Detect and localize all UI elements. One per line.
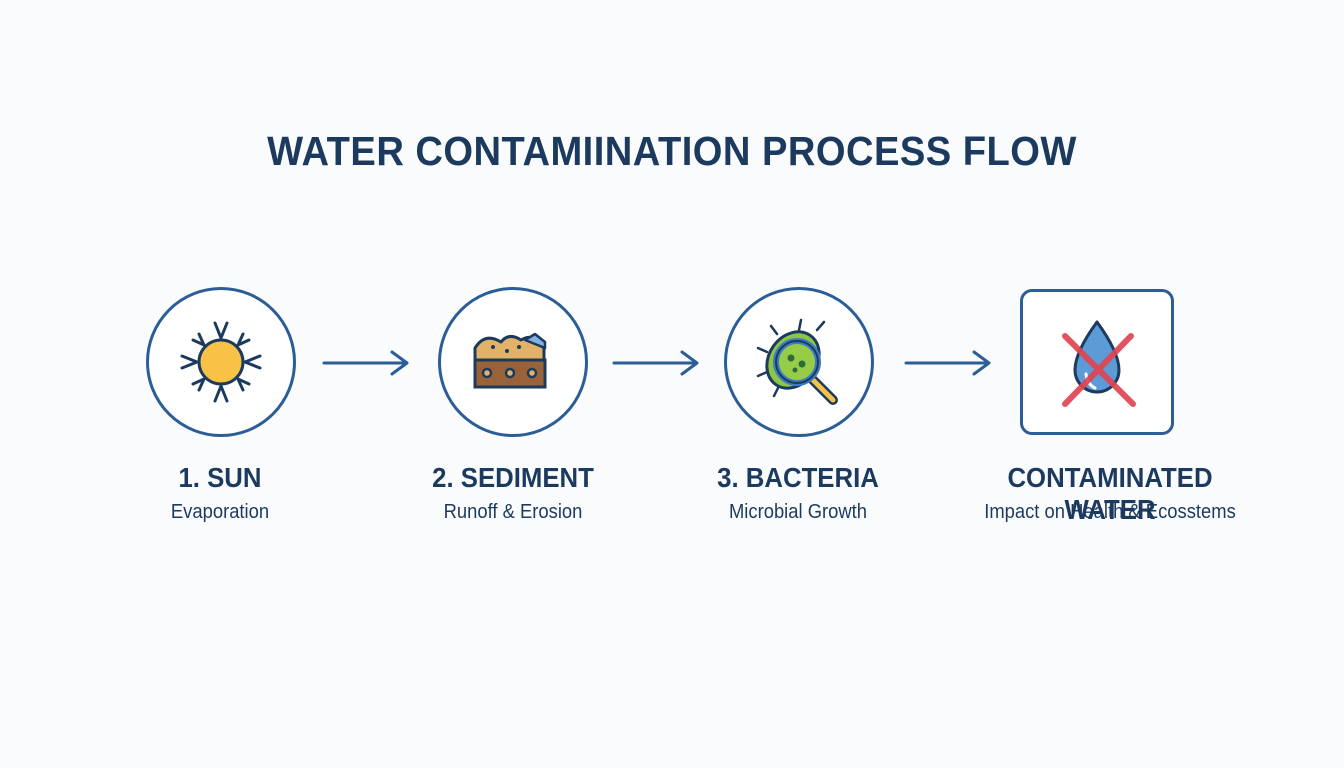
step-1-frame [146,287,296,437]
diagram-title: WATER CONTAMIINATION PROCESS FLOW [267,128,1077,174]
sediment-icon [473,332,547,389]
step-4-label: CONTAMINATED WATER [1007,462,1213,525]
step-2-sublabel: Runoff & Erosion [443,501,583,523]
bacteria-magnifier-icon [756,318,838,405]
step-4-frame [1020,289,1174,435]
sun-icon [180,321,262,403]
flow-arrow-2 [612,350,699,376]
step-3-label: 3. BACTERIA [717,462,879,493]
step-1-label: 1. SUN [178,462,262,493]
flow-arrow-1 [322,350,409,376]
step-2-label: 2. SEDIMENT [432,462,594,493]
step-2-frame [438,287,588,437]
step-1-sublabel: Evaporation [170,501,270,523]
step-4-sublabel: Impact on Health & Ecosstems [984,501,1236,523]
flow-arrow-3 [904,350,991,376]
step-3-frame [724,287,874,437]
crossed-water-drop-icon [1062,320,1136,407]
step-3-sublabel: Microbial Growth [728,501,868,523]
